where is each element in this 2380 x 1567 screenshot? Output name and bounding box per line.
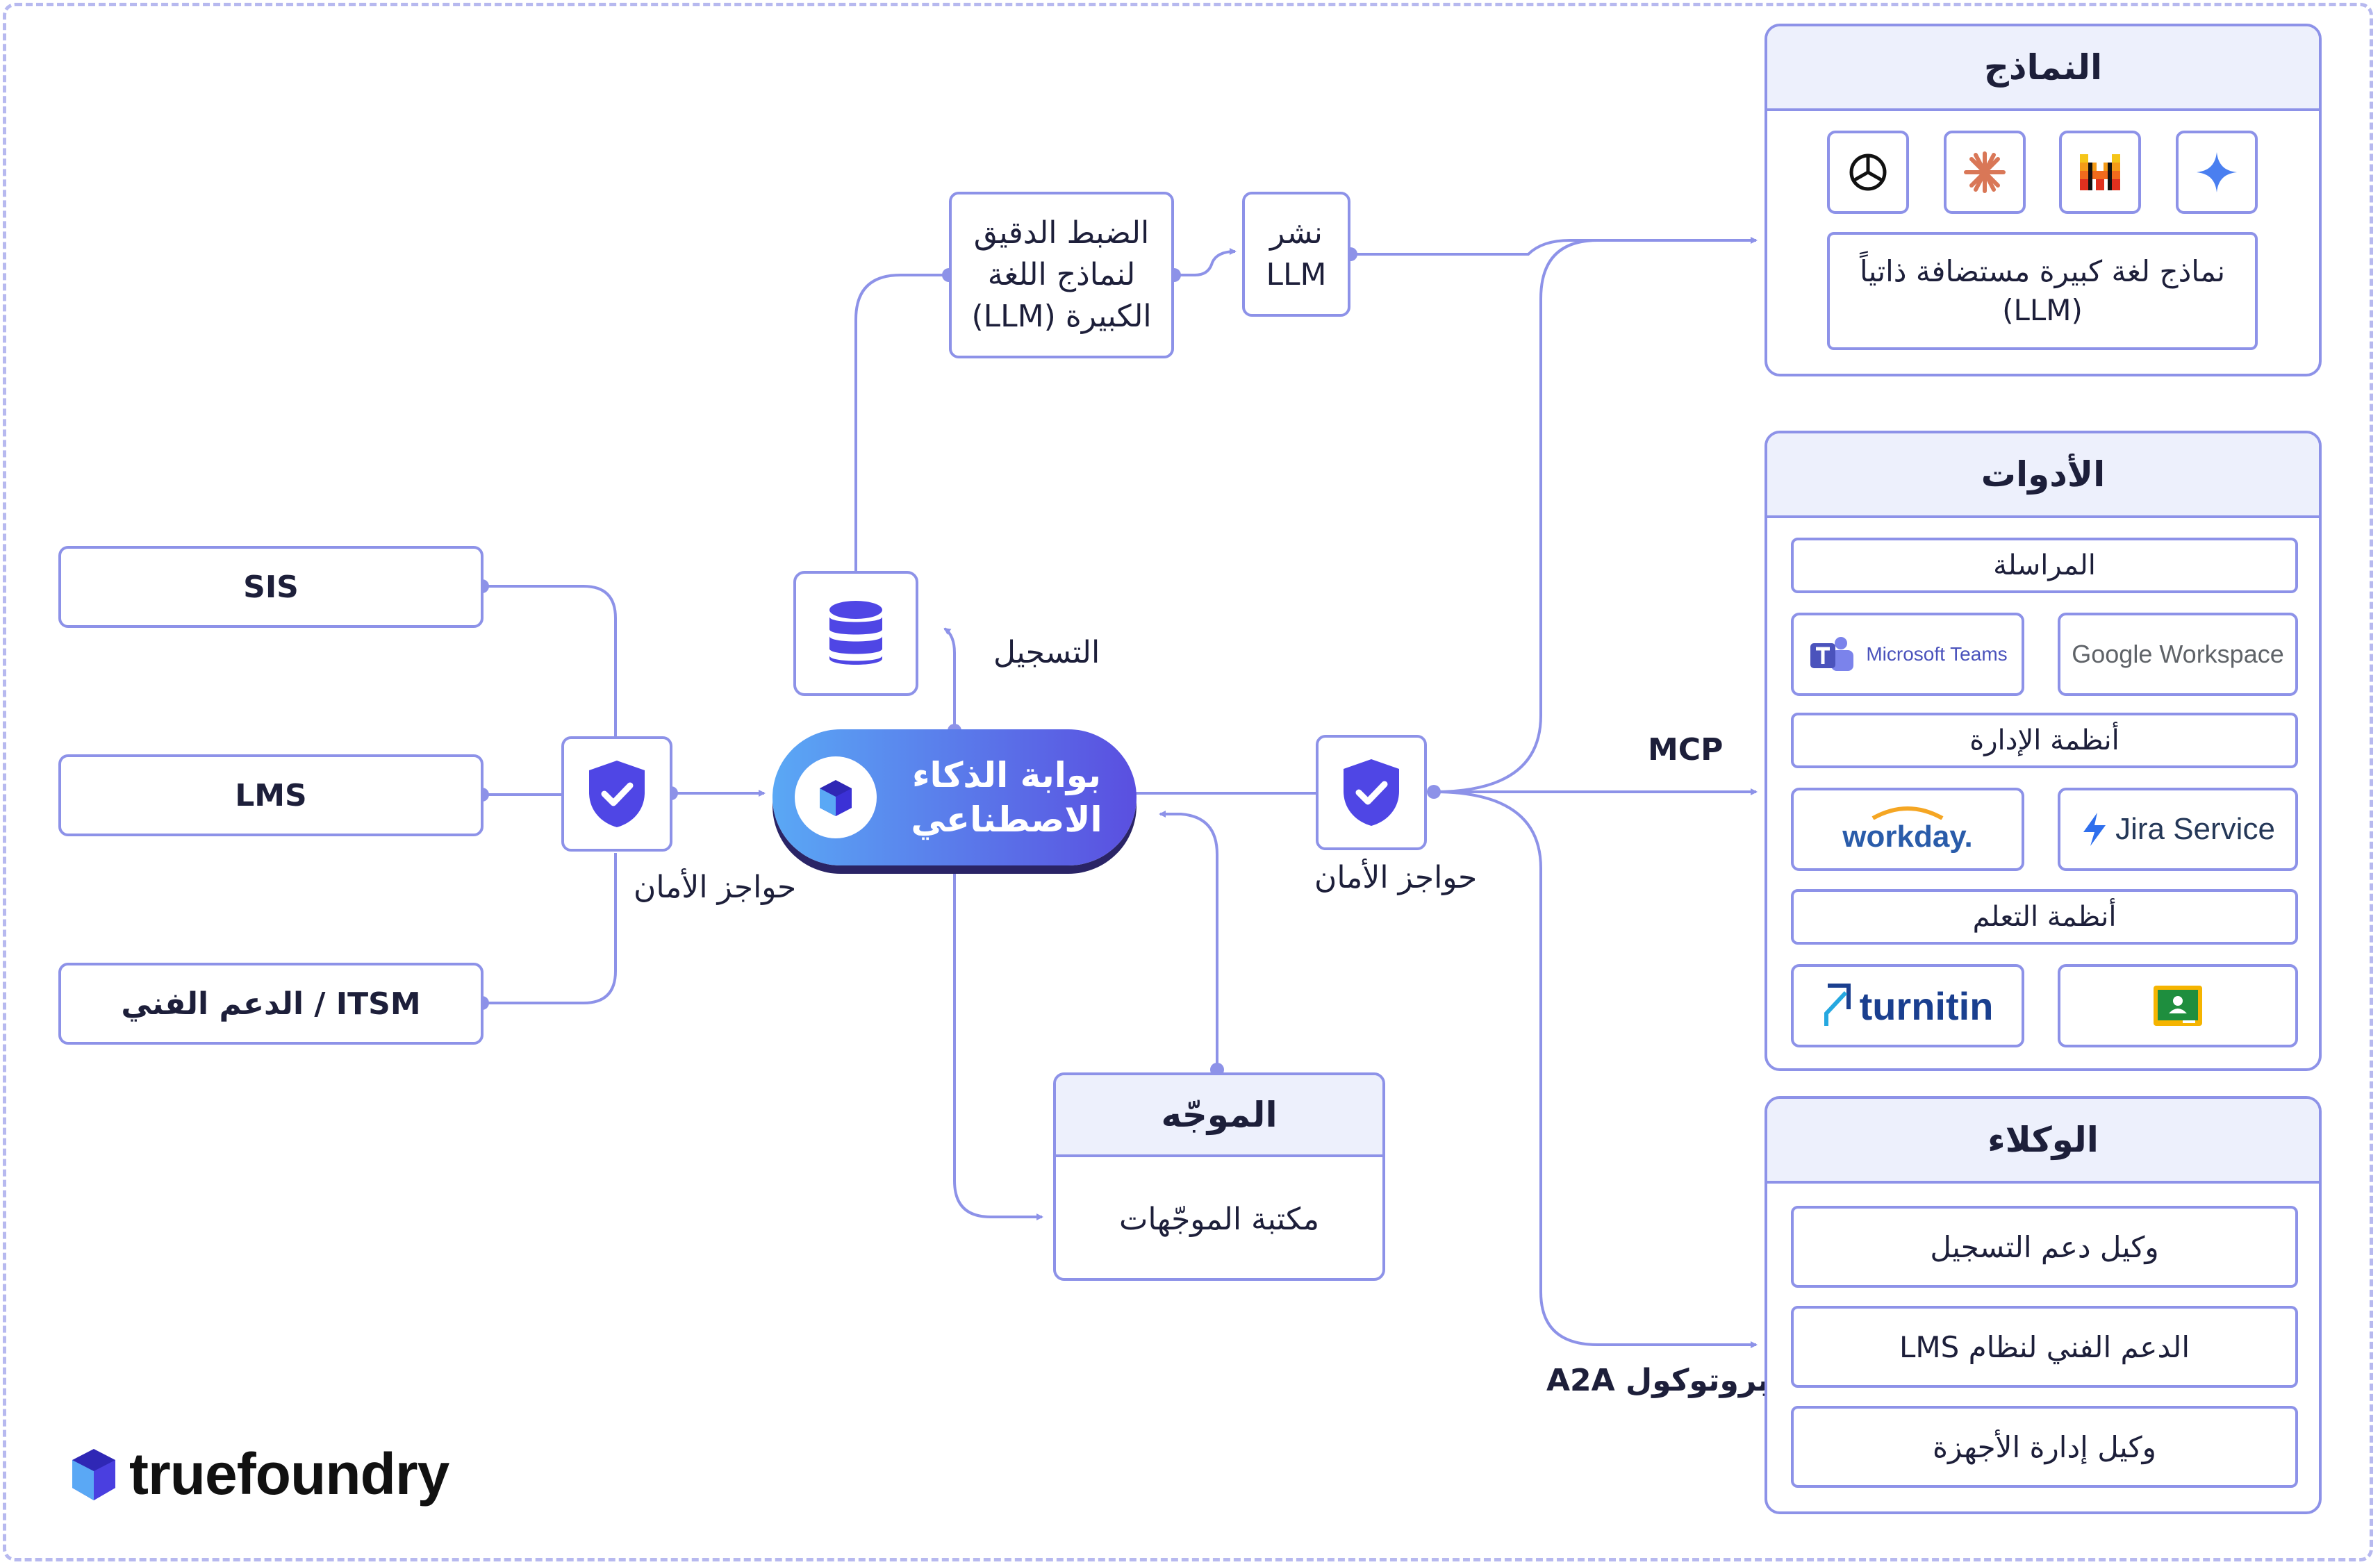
fine-tuning-line1: الضبط الدقيق [973,215,1150,251]
deploy-line2: LLM [1266,257,1327,292]
management-label: أنظمة الإدارة [1969,724,2119,756]
truefoundry-logo-icon [72,1448,115,1500]
agents-panel: الوكلاء وكيل دعم التسجيل الدعم الفني لنظ… [1765,1096,2322,1514]
gateway-title-line1: بوابة الذكاء [912,755,1101,795]
source-lms: LMS [58,754,484,836]
fine-tuning-box: الضبط الدقيق لنماذج اللغة الكبيرة (LLM) [949,192,1174,358]
turnitin-icon [1824,984,1851,1026]
agent-item: وكيل إدارة الأجهزة [1791,1406,2298,1488]
jira-service-label: Jira Service [2115,812,2275,846]
self-hosted-llm-box: نماذج لغة كبيرة مستضافة ذاتياً (LLM) [1827,232,2258,350]
source-sis-label: SIS [243,569,299,605]
agent-item-label: وكيل إدارة الأجهزة [1933,1429,2156,1464]
guardrails-left [561,736,672,852]
models-title: النماذج [1767,26,2319,111]
deploy-line1: نشر [1270,215,1323,251]
google-workspace-label: Google Workspace [2072,640,2284,668]
mcp-label: MCP [1648,732,1724,768]
learning-label: أنظمة التعلم [1972,901,2117,933]
prompt-panel: الموجّه مكتبة الموجّهات [1053,1072,1385,1281]
guardrails-left-label: حواجز الأمان [634,870,797,905]
turnitin-tile: turnitin [1791,964,2024,1047]
agent-item: وكيل دعم التسجيل [1791,1206,2298,1288]
a2a-label: بروتوكول A2A [1546,1363,1769,1398]
diagram-frame [3,3,2373,1561]
tools-title: الأدوات [1767,433,2319,518]
openai-icon [1827,131,1909,214]
agent-item-label: وكيل دعم التسجيل [1930,1229,2159,1264]
turnitin-label: turnitin [1859,984,1994,1028]
messaging-label: المراسلة [1993,549,2096,581]
source-lms-label: LMS [235,777,307,813]
fine-tuning-line2: لنماذج اللغة [987,257,1136,292]
models-panel: النماذج نماذج لغة كبيرة مستضافة ذاتياً (… [1765,24,2322,376]
shield-check-icon [589,761,645,827]
source-itsm: ITSM / الدعم الفني [58,963,484,1045]
prompt-title: الموجّه [1056,1075,1382,1157]
ai-gateway: بوابة الذكاء الاصطناعي [772,729,1137,865]
fine-tuning-line3: الكبيرة (LLM) [971,299,1152,334]
self-hosted-line1: نماذج لغة كبيرة مستضافة ذاتياً [1859,254,2226,288]
agents-title: الوكلاء [1767,1099,2319,1184]
shield-check-icon [1344,759,1399,826]
agent-item: الدعم الفني لنظام LMS [1791,1306,2298,1388]
logging-label: التسجيل [993,635,1100,670]
agent-item-label: الدعم الفني لنظام LMS [1899,1329,2190,1364]
workday-tile: workday. [1791,788,2024,871]
deploy-llm-box: نشر LLM [1242,192,1350,317]
guardrails-right-label: حواجز الأمان [1314,860,1478,895]
anthropic-icon [1944,131,2026,214]
google-classroom-tile [2058,964,2298,1047]
microsoft-teams-icon [1810,637,1854,671]
truefoundry-brand: truefoundry [67,1441,449,1508]
truefoundry-logo-icon [795,756,877,838]
learning-category: أنظمة التعلم [1791,889,2298,945]
tools-panel: الأدوات المراسلة Microsoft Teams Google … [1765,431,2322,1071]
jira-bolt-icon [2083,813,2106,846]
source-sis: SIS [58,546,484,628]
source-itsm-label: ITSM / الدعم الفني [121,986,421,1022]
management-category: أنظمة الإدارة [1791,713,2298,768]
brand-name: truefoundry [129,1441,449,1507]
mistral-icon [2059,131,2141,214]
gemini-icon [2176,131,2258,214]
prompt-library: مكتبة الموجّهات [1118,1201,1320,1237]
guardrails-right [1316,735,1427,850]
workday-label: workday. [1842,820,1973,854]
gateway-title-line2: الاصطناعي [911,799,1102,840]
self-hosted-line2: (LLM) [2002,293,2083,327]
microsoft-teams-tile: Microsoft Teams [1791,613,2024,696]
messaging-category: المراسلة [1791,538,2298,593]
workday-arc-icon [1871,806,1944,820]
google-classroom-icon [2154,986,2202,1026]
microsoft-teams-label: Microsoft Teams [1866,643,2008,665]
database-icon [829,601,882,665]
logging-database [793,571,918,696]
google-workspace-tile: Google Workspace [2058,613,2298,696]
jira-service-tile: Jira Service [2058,788,2298,871]
